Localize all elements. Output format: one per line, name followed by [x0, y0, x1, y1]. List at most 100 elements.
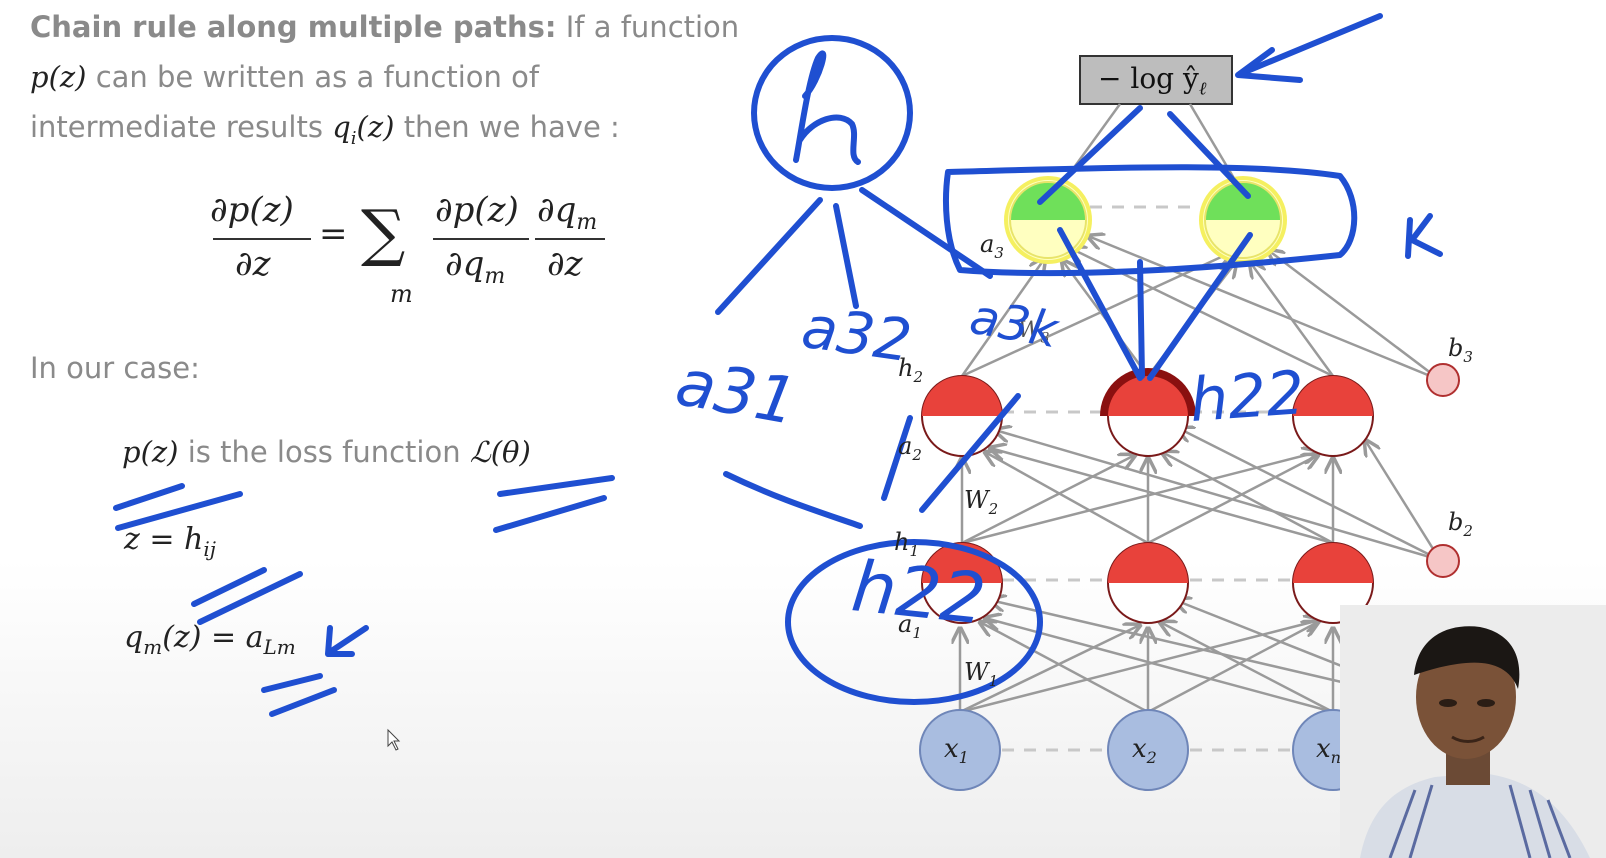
- dashed-connectors: [1002, 205, 1292, 752]
- rhs1-den-sub: m: [484, 263, 506, 289]
- label-a2-sub: 2: [912, 445, 922, 464]
- line2-func: p(z): [30, 60, 87, 94]
- ink-branch-mid: [833, 203, 859, 309]
- label-a2-base: a: [898, 432, 913, 460]
- label-b2-sub: 2: [1463, 521, 1473, 540]
- label-xn-sub: n: [1330, 748, 1341, 768]
- case2-line: z = hij: [124, 522, 216, 561]
- label-b2: b2: [1448, 508, 1473, 540]
- line3-func-base: q: [332, 110, 351, 144]
- label-x2: x2: [1132, 734, 1157, 767]
- ink-underline-5: [191, 567, 267, 607]
- label-w3: W3: [1018, 318, 1050, 346]
- label-a3-base: a: [980, 230, 995, 258]
- loss-label: − log ŷℓ: [1098, 62, 1206, 100]
- ink-branch-right: [859, 187, 993, 279]
- label-h1-sub: 1: [909, 541, 920, 560]
- label-x1-base: x: [944, 734, 959, 764]
- edges-w2: [962, 428, 1442, 562]
- ink-underline-2: [115, 491, 243, 531]
- layer1-neuron-2: [1107, 542, 1189, 624]
- label-w2-sub: 2: [988, 499, 999, 518]
- case1-func: p(z): [122, 435, 179, 469]
- intro-rest: If a function: [565, 10, 740, 44]
- ink-out1-to-h22: [1057, 227, 1143, 381]
- label-x1-sub: 1: [958, 748, 969, 768]
- ink-underline-3: [497, 475, 615, 497]
- label-h1: h1: [894, 528, 919, 560]
- label-w2: W2: [964, 486, 998, 518]
- label-a3-sub: 3: [994, 243, 1004, 262]
- ink-slash-1: [881, 415, 913, 501]
- ink-letter-k: [1405, 213, 1443, 259]
- lhs-fraction-bar: [213, 238, 311, 240]
- chain-rule-formula: ∂p(z) ∂z = ∑ m ∂p(z) ∂qm ∂qm ∂z: [205, 190, 625, 320]
- ink-underline-8: [269, 687, 337, 717]
- sum-sign: ∑: [361, 196, 406, 269]
- case1-loss: ℒ(θ): [469, 435, 531, 469]
- label-h2-base: h: [898, 354, 914, 382]
- ink-out2-to-h22: [1147, 232, 1253, 381]
- ink-letter-h-stroke: [793, 50, 861, 165]
- ink-output-box: [943, 164, 1358, 277]
- input-neuron-2: [1107, 709, 1189, 791]
- label-x1: x1: [944, 734, 969, 767]
- label-b3-base: b: [1448, 334, 1464, 362]
- ink-arrow-loss-head: [1235, 47, 1303, 83]
- ink-underline-7: [261, 673, 323, 693]
- rhs1-fraction-bar: [433, 238, 529, 240]
- loss-label-sub: ℓ: [1198, 78, 1207, 100]
- ink-mid-to-h22: [1137, 259, 1145, 379]
- label-x2-sub: 2: [1146, 748, 1157, 768]
- line3-func: qi(z): [332, 110, 395, 149]
- case1-text: is the loss function: [187, 435, 461, 469]
- case3-sub: m: [143, 635, 163, 659]
- equals-sign: =: [319, 214, 348, 254]
- label-w2-base: W: [964, 486, 989, 514]
- label-a1-sub: 1: [912, 623, 922, 642]
- label-w1: W1: [964, 658, 998, 690]
- line2-rest: can be written as a function of: [95, 60, 540, 94]
- case1-line: p(z) is the loss function ℒ(θ): [122, 427, 531, 478]
- line3-func-arg: (z): [356, 110, 395, 144]
- label-b3-sub: 3: [1463, 347, 1473, 366]
- rhs2-num-sub: m: [576, 209, 598, 235]
- ink-loss-line-1: [1037, 105, 1143, 205]
- ink-ellipse-h22: [785, 539, 1043, 705]
- slide-intro: Chain rule along multiple paths: If a fu…: [30, 2, 739, 53]
- label-x2-base: x: [1132, 734, 1147, 764]
- slide-line3: intermediate results qi(z) then we have …: [30, 102, 620, 164]
- ink-annotations: [113, 13, 1443, 717]
- case3-lhs: q: [124, 620, 144, 655]
- rhs1-numerator: ∂p(z): [435, 190, 519, 230]
- rhs1-den-base: ∂q: [445, 244, 485, 284]
- our-case-heading: In our case:: [30, 351, 200, 385]
- label-a1: a1: [898, 610, 922, 642]
- label-xn: xn: [1316, 734, 1341, 767]
- label-h2-sub: 2: [913, 367, 924, 386]
- presenter-webcam: [1340, 605, 1606, 858]
- layer2-neuron-3: [1292, 375, 1374, 457]
- ink-curve-a31: [723, 471, 863, 529]
- ink-branch-left: [715, 197, 823, 315]
- intro-bold: Chain rule along multiple paths:: [30, 10, 557, 44]
- edges-w3: [960, 236, 1441, 382]
- line3-rest: then we have :: [403, 110, 620, 144]
- ink-underline-1: [113, 483, 185, 511]
- rhs2-numerator: ∂qm: [537, 190, 597, 235]
- bias-neuron-b3: [1426, 363, 1460, 397]
- case2-sub: ij: [203, 537, 216, 561]
- label-h1-base: h: [894, 528, 910, 556]
- label-b3: b3: [1448, 334, 1473, 366]
- loss-label-text: − log ŷ: [1098, 62, 1199, 95]
- ink-arrow-loss-shaft: [1237, 13, 1383, 77]
- line3-func-sub: i: [350, 127, 357, 149]
- label-h2: h2: [898, 354, 923, 386]
- case3-mid: (z) = a: [162, 620, 264, 655]
- lhs-numerator: ∂p(z): [210, 190, 294, 230]
- rhs2-num-base: ∂q: [537, 190, 577, 230]
- ink-arrow-alm-shaft: [327, 625, 369, 655]
- ink-underline-6: [197, 571, 303, 625]
